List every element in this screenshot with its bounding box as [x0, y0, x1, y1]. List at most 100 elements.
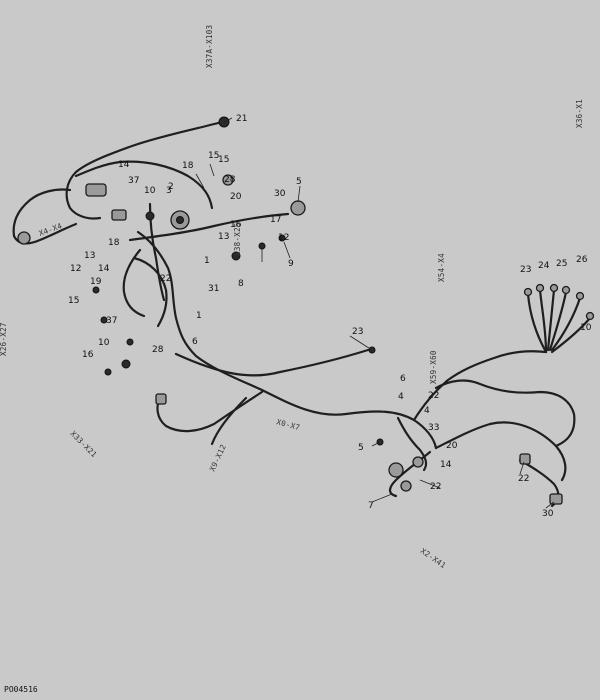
callout: 10	[98, 338, 110, 348]
connector-block-18	[85, 183, 107, 197]
switch-cluster	[388, 462, 404, 478]
rear-connector-30	[549, 493, 563, 505]
callout: 9	[288, 259, 294, 269]
callout: 12	[70, 264, 81, 274]
callout: 15	[208, 151, 219, 161]
connector-tag: X59-X60	[429, 350, 438, 384]
callout: 23	[352, 327, 363, 337]
connector-tags: X37A-X103 X36-X1 X54-X4 X26-X27 X33-X21 …	[0, 25, 584, 571]
callout: 8	[238, 279, 244, 289]
front-harness-branch	[12, 188, 78, 245]
callout: 19	[90, 277, 102, 287]
callout: 1	[204, 256, 210, 266]
bolt-12	[278, 234, 286, 242]
callout: 20	[446, 441, 458, 451]
callout: 22	[428, 391, 439, 401]
callout: 24	[538, 261, 550, 271]
callout: 20	[230, 192, 242, 202]
callout: 28	[152, 345, 164, 355]
callout: 22	[160, 274, 171, 284]
callout: 4	[398, 392, 404, 402]
connector-tag: X38-X25	[233, 222, 242, 256]
clip-14	[145, 211, 155, 221]
callout: 30	[542, 509, 554, 519]
switch-20	[222, 174, 234, 186]
callout: 28	[224, 175, 236, 185]
lower-left-tail	[210, 396, 248, 446]
callout: 14	[440, 460, 452, 470]
rear-harness-lower	[434, 421, 567, 482]
callout: 7	[368, 501, 374, 511]
rear-harness-main	[412, 350, 548, 422]
callout: 10	[580, 323, 592, 333]
callout: 25	[556, 259, 567, 269]
fanout-terminal-3	[561, 285, 571, 295]
switch-cluster-2	[400, 480, 412, 492]
leader-lines	[195, 117, 555, 509]
callout: 10	[144, 186, 156, 196]
callout: 26	[576, 255, 588, 265]
callout-numbers: 21 14 15 37 18 3 28 15 10 18 5 30 17 20 …	[68, 114, 592, 519]
callout: 2	[168, 182, 174, 192]
connector-tag: X0-X7	[275, 417, 301, 432]
diagonal-run-upper	[174, 348, 370, 377]
callout: 15	[68, 296, 79, 306]
callout: 37	[128, 176, 139, 186]
rear-connector-22	[519, 453, 531, 465]
callout: 5	[358, 443, 364, 453]
callout: 13	[84, 251, 95, 261]
connector-tag: X37A-X103	[205, 25, 214, 68]
rear-harness-inner	[396, 416, 428, 472]
front-light-connector	[17, 231, 31, 245]
diagonal-run-rear	[260, 388, 438, 450]
callout: 21	[236, 114, 247, 124]
callout: 30	[274, 189, 286, 199]
callout: 18	[108, 238, 120, 248]
front-harness-loop	[65, 120, 224, 220]
switch-cluster-3	[412, 456, 424, 468]
callout: 16	[82, 350, 94, 360]
callout: 33	[428, 423, 439, 433]
ground-stud-31	[231, 251, 241, 261]
clip-10	[126, 338, 134, 346]
ground-16	[121, 359, 131, 369]
callout: 6	[400, 374, 406, 384]
rear-harness-loop	[434, 379, 576, 448]
callout: 31	[208, 284, 219, 294]
connector-tag: X2-X41	[419, 546, 448, 570]
callout: 37	[106, 316, 117, 326]
rear-left-connector	[155, 393, 167, 405]
sensor-core	[176, 216, 184, 224]
callout: 15	[218, 155, 229, 165]
connector-tag: X9-X12	[208, 443, 228, 473]
callout: 17	[270, 215, 281, 225]
fanout-terminal-5	[585, 311, 595, 321]
figure-id: PO04516	[4, 685, 38, 694]
callout: 22	[518, 474, 529, 484]
connector-tag: X26-X27	[0, 322, 8, 356]
fanout-terminal-4	[575, 291, 585, 301]
callout: 14	[118, 160, 130, 170]
left-drop-2	[132, 256, 168, 328]
connector-tag: X54-X4	[437, 253, 446, 282]
front-harness-upper	[74, 160, 214, 210]
connector-block-3	[111, 209, 127, 221]
callout: 22	[430, 482, 441, 492]
callout: 13	[218, 232, 229, 242]
callout: 6	[192, 337, 198, 347]
clip-37	[100, 316, 108, 324]
connector-tag: X36-X1	[575, 99, 584, 128]
screw-16	[104, 368, 112, 376]
left-drop	[122, 248, 146, 318]
callout: 3	[166, 186, 172, 196]
fanout-terminal-2	[549, 283, 559, 293]
fanout-bundle	[526, 288, 592, 354]
fanout-terminal-1	[535, 283, 545, 293]
harness-bundles	[12, 120, 592, 508]
callout: 16	[230, 220, 242, 230]
callout: 12	[278, 233, 289, 243]
relay-5	[290, 200, 306, 216]
callout: 5	[296, 177, 302, 187]
callout: 18	[182, 161, 194, 171]
